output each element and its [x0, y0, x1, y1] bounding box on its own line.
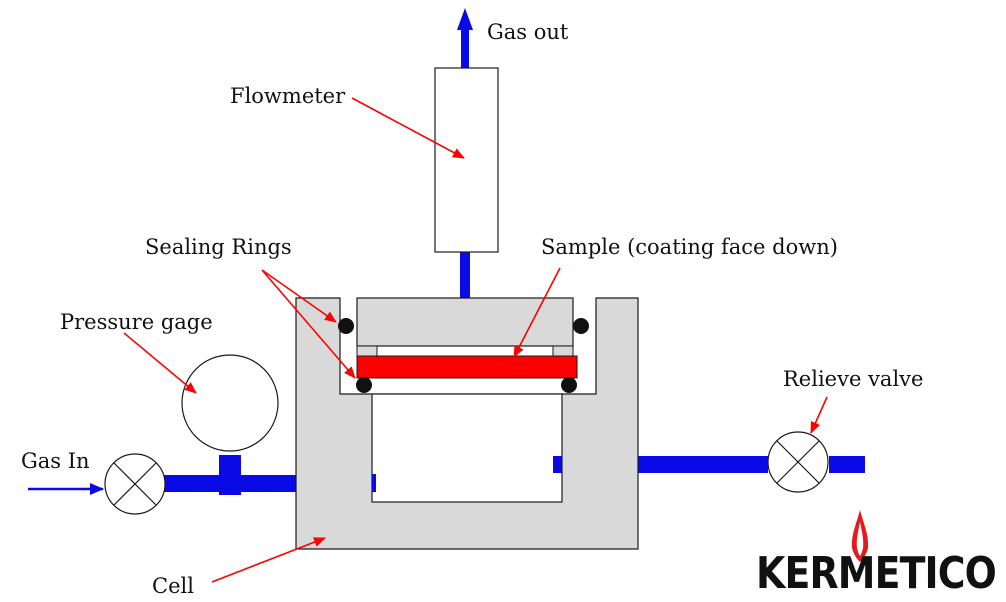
sample-arrow [513, 267, 561, 358]
pressure-gage [181, 354, 279, 452]
sealing-ring-bottom-left [356, 377, 372, 393]
cap-step-left [356, 345, 378, 357]
cell-cap [356, 297, 574, 347]
kermetico-logo: KERMETICO [756, 510, 997, 599]
sealing-ring-arrow-bottom [261, 269, 356, 379]
sealing-ring-top-right [573, 318, 589, 334]
relieve-valve-arrow [810, 396, 828, 434]
label-cell: Cell [152, 574, 194, 598]
inner-pipe-stub-left [372, 474, 376, 492]
leader-arrows [123, 97, 828, 583]
sample [356, 355, 578, 379]
inlet-valve-icon [104, 453, 166, 515]
label-pressure-gage: Pressure gage [60, 310, 213, 334]
flowmeter-arrow [351, 97, 465, 159]
relieve-valve-icon [767, 431, 829, 493]
label-flowmeter: Flowmeter [230, 84, 346, 108]
logo-text: KERMETICO [756, 548, 996, 599]
label-sealing-rings: Sealing Rings [145, 235, 292, 259]
gas-out-pipe [457, 8, 473, 298]
cap-step-right [552, 345, 574, 357]
sealing-ring-bottom-right [561, 377, 577, 393]
sealing-ring-top-left [338, 318, 354, 334]
cell-arrow [211, 537, 326, 583]
label-gas-in: Gas In [21, 449, 90, 473]
label-sample: Sample (coating face down) [541, 235, 838, 259]
label-relieve-valve: Relieve valve [783, 367, 923, 391]
inner-pipe-stub [553, 456, 562, 473]
inner-chamber [371, 393, 563, 503]
pressure-gage-arrow [123, 332, 197, 394]
label-gas-out: Gas out [487, 20, 569, 44]
sealing-ring-arrow-top [261, 269, 337, 323]
flowmeter [434, 67, 499, 253]
